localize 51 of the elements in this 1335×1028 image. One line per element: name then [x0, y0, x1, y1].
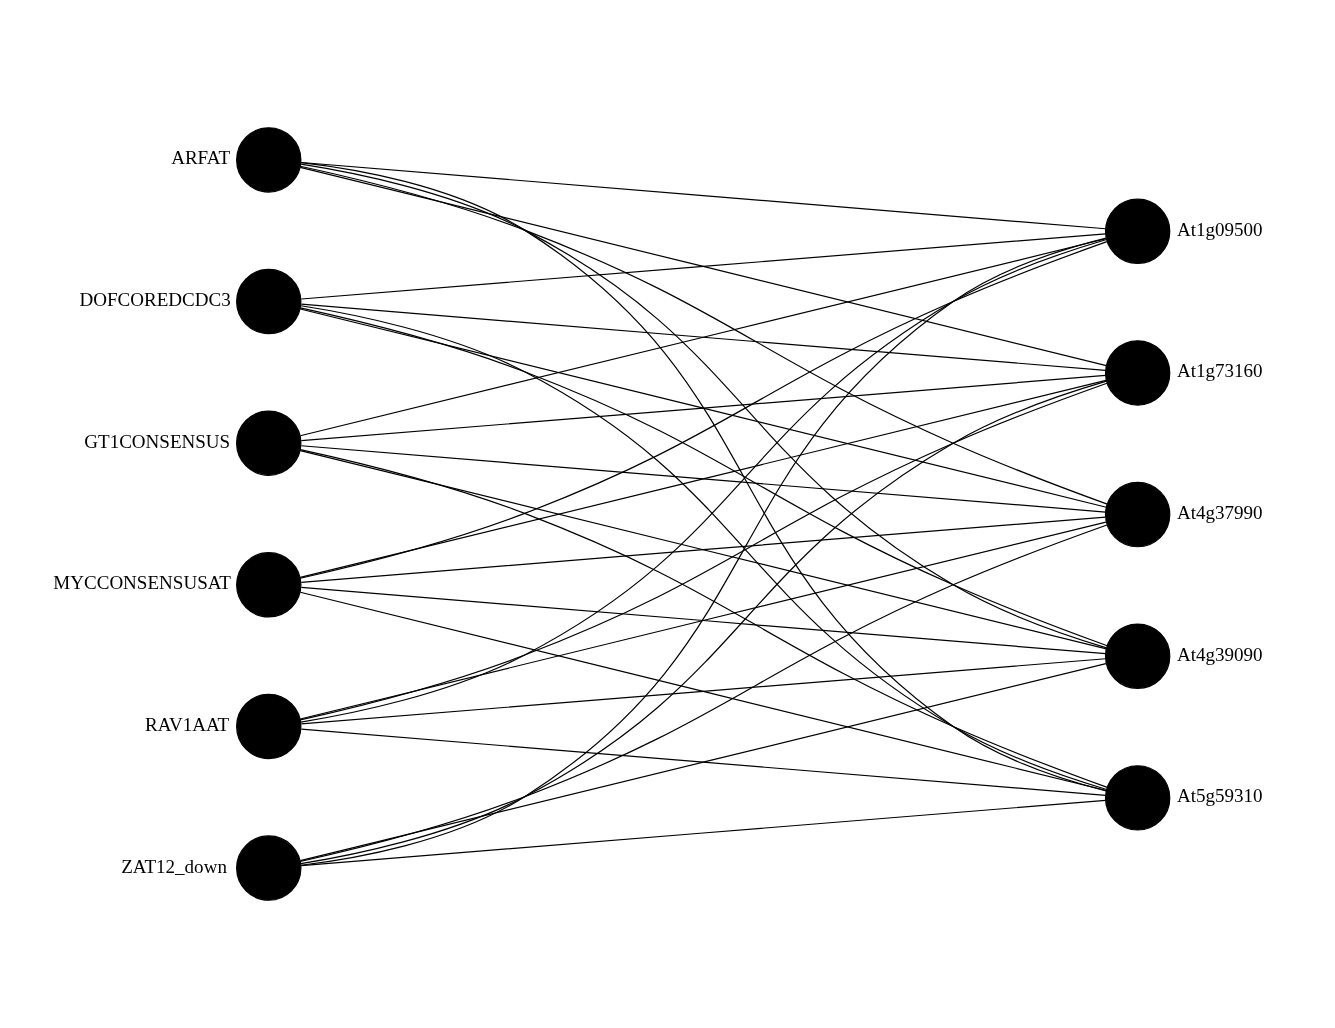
connector	[300, 728, 1107, 796]
node-label: MYCCONSENSUSAT	[53, 572, 231, 594]
node-label: DOFCOREDCDC3	[79, 289, 231, 311]
connector	[299, 307, 1108, 647]
node-circle	[1104, 340, 1171, 406]
connector	[299, 448, 1108, 788]
connector	[300, 516, 1107, 583]
connector	[299, 166, 1107, 367]
node-circle	[236, 410, 302, 476]
node-label: At4g37990	[1176, 502, 1263, 524]
connector	[300, 445, 1107, 513]
connector	[299, 308, 1107, 508]
node-circle	[1104, 198, 1171, 265]
node-label: RAV1AAT	[144, 713, 230, 735]
node-label: At1g73160	[1176, 360, 1263, 382]
node-label: At5g59310	[1176, 785, 1263, 807]
connector	[300, 586, 1107, 655]
node-circle	[1104, 481, 1171, 548]
connector	[299, 524, 1108, 863]
connector	[300, 380, 1108, 865]
connector	[300, 162, 1107, 792]
node-label: At1g09500	[1176, 218, 1263, 240]
node-circle	[1104, 765, 1171, 831]
connector	[299, 663, 1107, 862]
connector	[299, 591, 1107, 792]
node-label: GT1CONSENSUS	[84, 430, 231, 452]
connector	[300, 233, 1107, 300]
connector	[300, 163, 1108, 649]
node-circle	[236, 552, 302, 618]
connector	[299, 165, 1108, 505]
node-circle	[236, 268, 302, 335]
node-circle	[1104, 623, 1171, 689]
node-circle	[236, 835, 302, 901]
connector	[300, 303, 1107, 371]
connector	[300, 238, 1108, 723]
connector	[300, 237, 1107, 866]
connector	[299, 241, 1108, 579]
node-circle	[236, 693, 302, 760]
node-label: At4g39090	[1176, 643, 1263, 665]
connector	[299, 379, 1107, 578]
connector	[300, 658, 1107, 725]
connector	[299, 382, 1108, 721]
connector	[300, 305, 1108, 791]
node-circle	[236, 127, 302, 193]
connector	[299, 521, 1107, 720]
node-label: ZAT12_down	[121, 855, 227, 877]
connector	[299, 238, 1107, 437]
connector	[300, 799, 1107, 867]
node-label: ARFAT	[171, 147, 231, 169]
connector	[300, 374, 1107, 442]
connector	[299, 450, 1107, 650]
